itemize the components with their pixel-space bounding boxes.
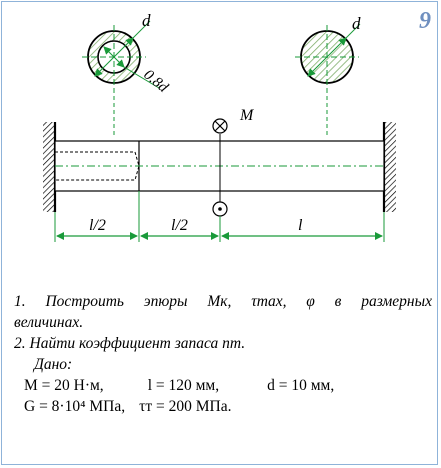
task-text: 1. Построить эпюры Mк, τmax, φ в размерн… [14,291,432,417]
given-diameter: d = 10 мм, [267,377,335,394]
torque-moment: M [212,107,255,217]
right-wall-support [382,122,396,212]
given-torque: M = 20 Н·м, [24,377,104,394]
task-item-1-line-2: величинах. [14,314,84,331]
length-label-2: l/2 [171,217,188,234]
left-wall-support [43,122,57,212]
given-row-1: M = 20 Н·м, l = 120 мм, d = 10 мм, [14,375,432,396]
torque-label: M [239,107,255,124]
outer-diameter-label: d [142,11,151,30]
given-length: l = 120 мм, [147,377,220,394]
length-dimensions: l/2 l/2 l [54,191,385,242]
length-label-1: l/2 [89,217,106,234]
task-item-2: 2. Найти коэффициент запаса nт. [14,335,246,352]
hollow-cross-section: d 0.8d [82,11,171,96]
length-label-3: l [298,217,303,234]
shaft-diagram: d 0.8d d [43,11,396,242]
given-shear-modulus: G = 8·10⁴ МПа, [24,398,126,415]
given-yield-stress: τт = 200 МПа. [139,398,232,415]
task-item-1-line-1: 1. Построить эпюры Mк, τmax, φ в размерн… [14,293,432,310]
inner-diameter-label: 0.8d [140,67,171,96]
solid-diameter-label: d [352,14,361,33]
given-row-2: G = 8·10⁴ МПа, τт = 200 МПа. [14,396,432,417]
given-header: Дано: [34,356,73,373]
problem-number: 9 [419,8,431,34]
solid-cross-section: d [295,14,361,89]
